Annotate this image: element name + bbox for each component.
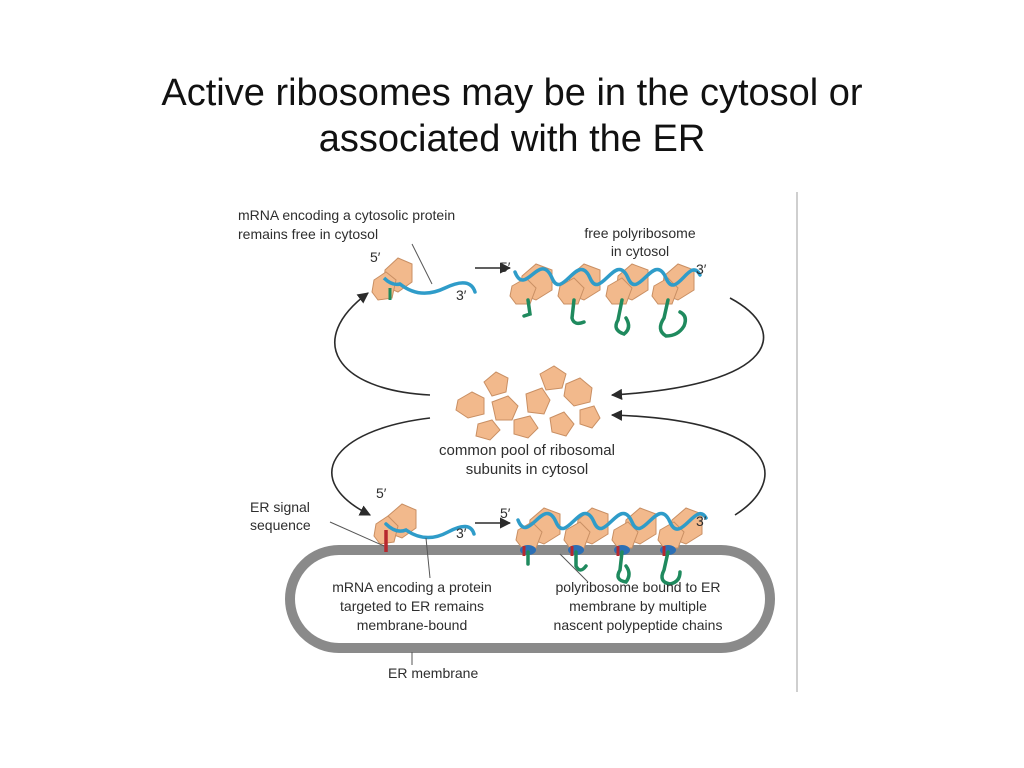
- label-bound-poly-1: polyribosome bound to ER: [556, 579, 721, 595]
- label-cyto-mrna-1: mRNA encoding a cytosolic protein: [238, 207, 455, 223]
- ribosomal-subunit-pool: [455, 365, 601, 441]
- label-er-mrna-2: targeted to ER remains: [340, 598, 484, 614]
- label-er-signal-2: sequence: [250, 517, 311, 533]
- three-prime-top-left: 3′: [456, 287, 467, 303]
- leader-bound-poly: [559, 553, 589, 583]
- three-prime-bottom-right: 3′: [696, 513, 707, 529]
- cycle-arrow-lower-right: [610, 409, 766, 516]
- label-cyto-mrna-2: remains free in cytosol: [238, 226, 378, 242]
- five-prime-bottom-right: 5′: [500, 505, 511, 521]
- slide-title-line-2: associated with the ER: [318, 118, 706, 160]
- label-er-mrna-1: mRNA encoding a protein: [332, 579, 492, 595]
- three-prime-top-right: 3′: [696, 261, 707, 277]
- cycle-arrow-upper-left: [334, 292, 431, 396]
- three-prime-bottom-left: 3′: [456, 525, 467, 541]
- leader-er-mrna: [425, 537, 431, 579]
- slide-title-line-1: Active ribosomes may be in the cytosol o…: [161, 72, 863, 114]
- label-er-signal-1: ER signal: [250, 499, 310, 515]
- cycle-arrow-lower-left: [331, 417, 431, 516]
- label-free-poly-1: free polyribosome: [584, 225, 695, 241]
- cycle-arrow-upper-right: [610, 297, 765, 400]
- label-er-membrane: ER membrane: [388, 665, 478, 681]
- label-er-mrna-3: membrane-bound: [357, 617, 468, 633]
- label-bound-poly-2: membrane by multiple: [569, 598, 707, 614]
- label-pool-2: subunits in cytosol: [466, 461, 589, 478]
- free-polyribosome: [509, 263, 702, 338]
- free-ribosome-single: [371, 257, 477, 301]
- five-prime-top-right: 5′: [500, 259, 511, 275]
- slide-title: Active ribosomes may be in the cytosol o…: [0, 70, 1024, 162]
- er-ribosome-single: [373, 503, 476, 552]
- leader-er-signal: [329, 521, 385, 547]
- label-bound-poly-3: nascent polypeptide chains: [554, 617, 723, 633]
- leader-cyto-mrna: [411, 243, 433, 285]
- label-pool-1: common pool of ribosomal: [439, 442, 615, 459]
- five-prime-bottom-left: 5′: [376, 485, 387, 501]
- five-prime-top-left: 5′: [370, 249, 381, 265]
- er-bound-polyribosome: [515, 507, 708, 586]
- label-free-poly-2: in cytosol: [611, 243, 669, 259]
